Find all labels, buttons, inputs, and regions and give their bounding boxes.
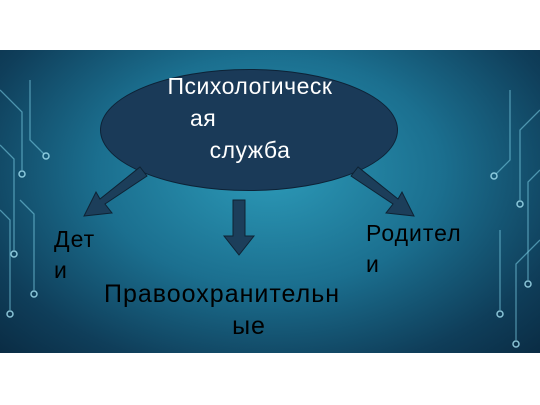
children-label-line-1: Дет [54, 226, 96, 252]
children-label-line-2: и [54, 257, 68, 283]
children-label: Дет и [54, 224, 114, 286]
parents-label-line-1: Родител [366, 220, 462, 246]
center-node-line-2: ая [190, 105, 217, 131]
law-enforcement-label-line-2: ые [232, 312, 266, 340]
center-node-line-3: служба [209, 137, 291, 163]
slide: Психологическ ая служба Дет и Родител и … [0, 50, 540, 353]
circuit-decoration [0, 80, 540, 348]
law-enforcement-label-line-1: Правоохранительн [104, 280, 341, 308]
center-node-label: Психологическ ая служба [120, 70, 380, 166]
center-node-line-1: Психологическ [167, 73, 333, 99]
arrow-to-parents [350, 166, 415, 217]
law-enforcement-label: Правоохранительн ые [104, 278, 394, 342]
arrow-to-children [83, 166, 148, 217]
parents-label-line-2: и [366, 251, 380, 277]
center-node-ellipse [100, 69, 398, 191]
parents-label: Родител и [366, 218, 486, 280]
arrow-to-law-enforcement [222, 199, 256, 256]
arrows-layer [83, 166, 415, 256]
